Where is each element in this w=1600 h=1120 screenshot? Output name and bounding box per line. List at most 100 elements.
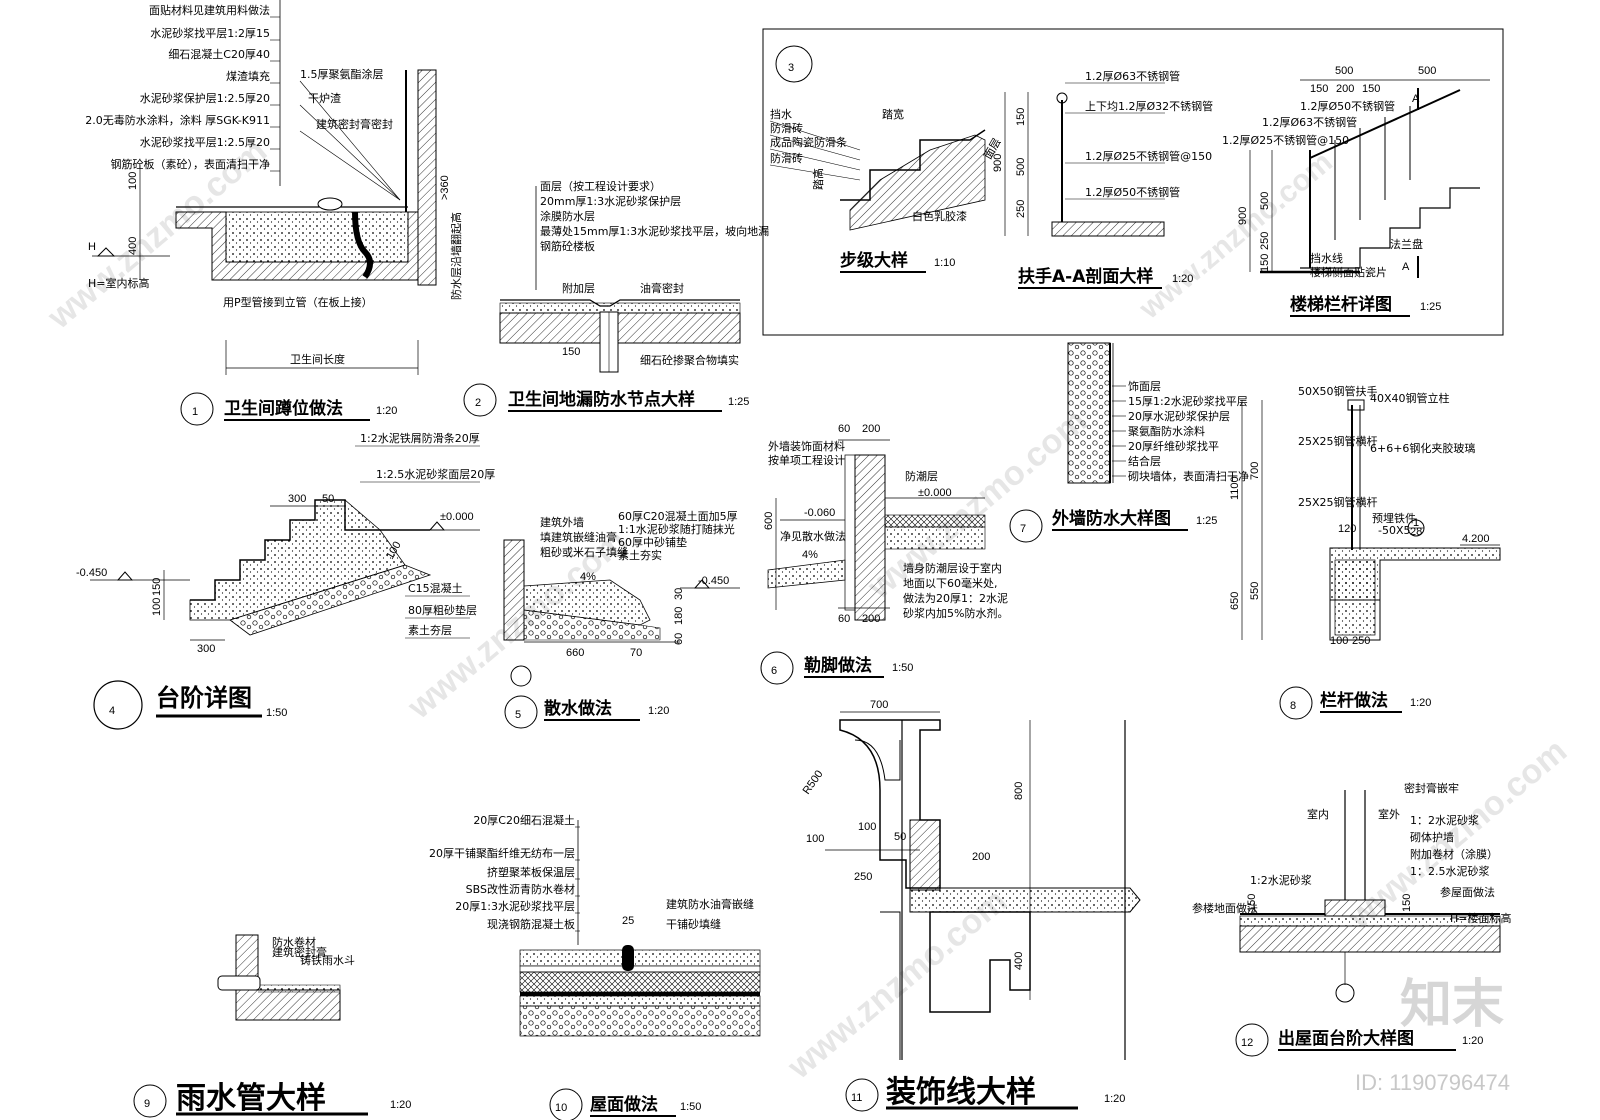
side-label: 室内	[1307, 807, 1329, 821]
dim-label: 200	[862, 613, 880, 625]
dim-label: 200	[862, 423, 880, 435]
detail-number: 3	[788, 62, 794, 74]
layer-label: 40X40钢管立柱	[1370, 391, 1450, 405]
layer-label: 聚氨酯防水涂料	[1128, 424, 1205, 438]
dim-label: 150	[1401, 894, 1413, 912]
detail-3-frame	[762, 28, 1504, 336]
layer-label: 煤渣填充	[226, 69, 270, 83]
dim-label: 700	[870, 699, 888, 711]
dim-label: 550	[1249, 582, 1261, 600]
layer-label: 干铺砂填缝	[666, 917, 721, 931]
dim-label: 踏高	[811, 168, 825, 190]
dim-label: 250	[1015, 200, 1027, 218]
layer-label: 涂膜防水层	[540, 209, 595, 223]
layer-label: 1：2.5水泥砂浆	[1410, 864, 1490, 878]
note-line: 做法为20厚1：2水泥	[903, 591, 1008, 605]
dim-label: 100	[858, 821, 876, 833]
layer-label: 净见散水做法	[780, 529, 846, 543]
detail-scale: 1:20	[1462, 1035, 1483, 1047]
detail-title: 卫生间地漏防水节点大样	[508, 389, 695, 410]
dim-label: 50	[894, 831, 906, 843]
slope-label: 4%	[580, 571, 596, 583]
section-mark: A	[1412, 93, 1420, 105]
layer-label: 细石混凝土C20厚40	[168, 47, 270, 61]
detail-scale: 1:20	[648, 705, 669, 717]
layer-label: 钢筋砼板（素砼），表面清扫干净	[111, 157, 271, 171]
detail-title: 出屋面台阶大样图	[1278, 1028, 1414, 1049]
vertical-label: 防水层沿墙翻起高	[449, 212, 463, 300]
dim-label: 900	[1237, 207, 1249, 225]
layer-label: 结合层	[1128, 454, 1161, 468]
layer-label: 素土夯层	[408, 624, 452, 637]
layer-label: 1.2厚Ø50不锈钢管	[1300, 99, 1395, 113]
dim-label: 600	[763, 512, 775, 530]
layer-label: 参楼地面做法	[1192, 901, 1258, 915]
h-label: H	[88, 241, 96, 253]
brand-logo: 知末	[1400, 975, 1504, 1035]
detail-number: 7	[1020, 523, 1026, 535]
note-line: 地面以下60毫米处,	[903, 576, 998, 590]
detail-scale: 1:20	[390, 1099, 411, 1111]
dim-label: 120	[1338, 523, 1356, 535]
layer-label: 饰面层	[1128, 379, 1161, 393]
detail-number: 6	[771, 665, 777, 677]
layer-label: 预埋铁件	[1372, 512, 1416, 525]
dim-label: 250	[854, 871, 872, 883]
detail-title: 装饰线大样	[886, 1075, 1036, 1110]
layer-label: 6+6+6钢化夹胶玻璃	[1370, 441, 1475, 455]
detail-title: 屋面做法	[590, 1094, 658, 1115]
detail-number: 11	[851, 1092, 862, 1104]
layer-label: 1.2厚Ø63不锈钢管	[1085, 69, 1180, 83]
detail-title: 雨水管大样	[176, 1081, 326, 1116]
layer-label: 1.2厚Ø50不锈钢管	[1085, 185, 1180, 199]
layer-label: 1.2厚Ø25不锈钢管@150	[1222, 133, 1349, 147]
detail-title: 步级大样	[840, 250, 908, 271]
dim-label: 踏宽	[882, 107, 904, 121]
note-line: 墙身防潮层设于室内	[903, 561, 1002, 575]
dim-label: 70	[630, 647, 642, 659]
detail-scale: 1:25	[1420, 301, 1441, 313]
detail-7-wall-waterproof: 饰面层15厚1:2水泥砂浆找平层20厚水泥砂浆保护层聚氨酯防水涂料20厚纤维砂浆…	[1009, 342, 1249, 543]
detail-4-steps: 1:2水泥铁屑防滑条20厚1:2.5水泥砂浆面层20厚C15混凝土80厚粗砂垫层…	[76, 431, 495, 730]
ref-sheet: 28	[1410, 526, 1422, 538]
dim-label: 50	[322, 493, 334, 505]
dim-label: 200	[972, 851, 990, 863]
level-label: ±0.000	[918, 487, 952, 499]
layer-label: 建筑密封膏密封	[316, 117, 393, 131]
dim-label: 650	[1229, 592, 1241, 610]
dim-label: 700	[1249, 462, 1261, 480]
layer-label: 80厚粗砂垫层	[408, 603, 477, 617]
layer-label: 60厚中砂铺垫	[618, 535, 687, 549]
layer-label: 防滑砖	[770, 151, 803, 165]
dim-label: 800	[1013, 782, 1025, 800]
dim-label: 300	[288, 493, 306, 505]
layer-label: 25X25钢管横杆	[1298, 495, 1378, 509]
detail-number: 10	[555, 1102, 567, 1114]
layer-label: 15厚1:2水泥砂浆找平层	[1128, 394, 1248, 408]
layer-label: 挡水线	[1310, 251, 1343, 265]
layer-label: C15混凝土	[408, 581, 463, 595]
detail-title: 扶手A-A剖面大样	[1018, 266, 1153, 287]
image-id: ID: 1190796474	[1355, 1070, 1510, 1095]
layer-label: 素土夯实	[618, 548, 662, 562]
layer-label: 1.5厚聚氨酯涂层	[300, 67, 384, 81]
detail-number: 12	[1241, 1037, 1253, 1049]
dim-label: 500	[1418, 65, 1436, 77]
layer-label: 现浇钢筋混凝土板	[487, 917, 575, 931]
detail-scale: 1:50	[892, 662, 913, 674]
dim-label: 150	[1015, 108, 1027, 126]
layer-label: 外墙装饰面材料	[768, 439, 845, 453]
layer-label: 1:2.5水泥砂浆面层20厚	[376, 467, 495, 481]
dim-label: 400	[1013, 952, 1025, 970]
detail-scale: 1:20	[1172, 273, 1193, 285]
dim-label: 150	[562, 346, 580, 358]
layer-label: 细石砼掺聚合物填实	[640, 353, 739, 367]
slope-label: 4%	[802, 549, 818, 561]
dim-label: 60	[838, 613, 850, 625]
layer-label: 建筑外墙	[540, 515, 584, 529]
dim-label: 60	[673, 633, 685, 645]
dim-label: 60	[838, 423, 850, 435]
dim-label: 250	[1352, 635, 1370, 647]
